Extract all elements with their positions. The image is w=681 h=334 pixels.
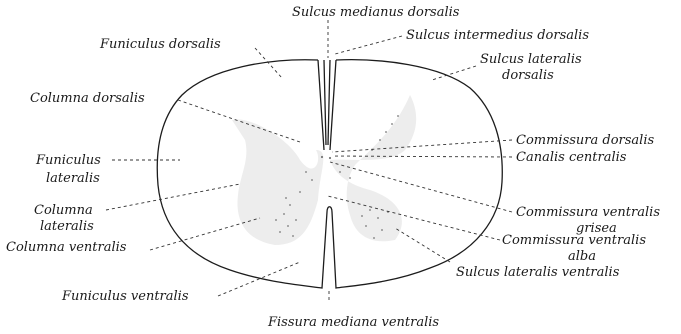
label-canalis-centralis: Canalis centralis	[516, 150, 627, 165]
label-funiculus-lateralis-2: lateralis	[46, 171, 100, 186]
label-fissura-mediana-ventralis: Fissura mediana ventralis	[267, 315, 439, 330]
label-sulcus-lateralis-dorsalis-2: dorsalis	[502, 68, 554, 83]
grey-matter	[232, 95, 416, 245]
label-columna-lateralis-1: Columna	[34, 203, 93, 218]
label-funiculus-ventralis: Funiculus ventralis	[61, 289, 189, 304]
label-commissura-ventralis-alba-1: Commissura ventralis	[502, 233, 646, 248]
label-funiculus-dorsalis: Funiculus dorsalis	[99, 37, 221, 52]
label-commissura-dorsalis: Commissura dorsalis	[516, 133, 654, 148]
label-commissura-ventralis-alba-2: alba	[568, 249, 596, 264]
label-sulcus-medianus-dorsalis: Sulcus medianus dorsalis	[292, 5, 460, 20]
label-funiculus-lateralis-1: Funiculus	[35, 153, 101, 168]
dorsal-median-sulcus	[318, 60, 336, 150]
label-columna-lateralis-2: lateralis	[40, 219, 94, 234]
label-columna-dorsalis: Columna dorsalis	[30, 91, 145, 106]
label-sulcus-intermedius-dorsalis: Sulcus intermedius dorsalis	[406, 28, 589, 43]
label-sulcus-lateralis-dorsalis-1: Sulcus lateralis	[480, 52, 582, 67]
label-columna-ventralis: Columna ventralis	[6, 240, 127, 255]
label-sulcus-lateralis-ventralis: Sulcus lateralis ventralis	[456, 265, 620, 280]
label-commissura-ventralis-grisea-1: Commissura ventralis	[516, 205, 660, 220]
